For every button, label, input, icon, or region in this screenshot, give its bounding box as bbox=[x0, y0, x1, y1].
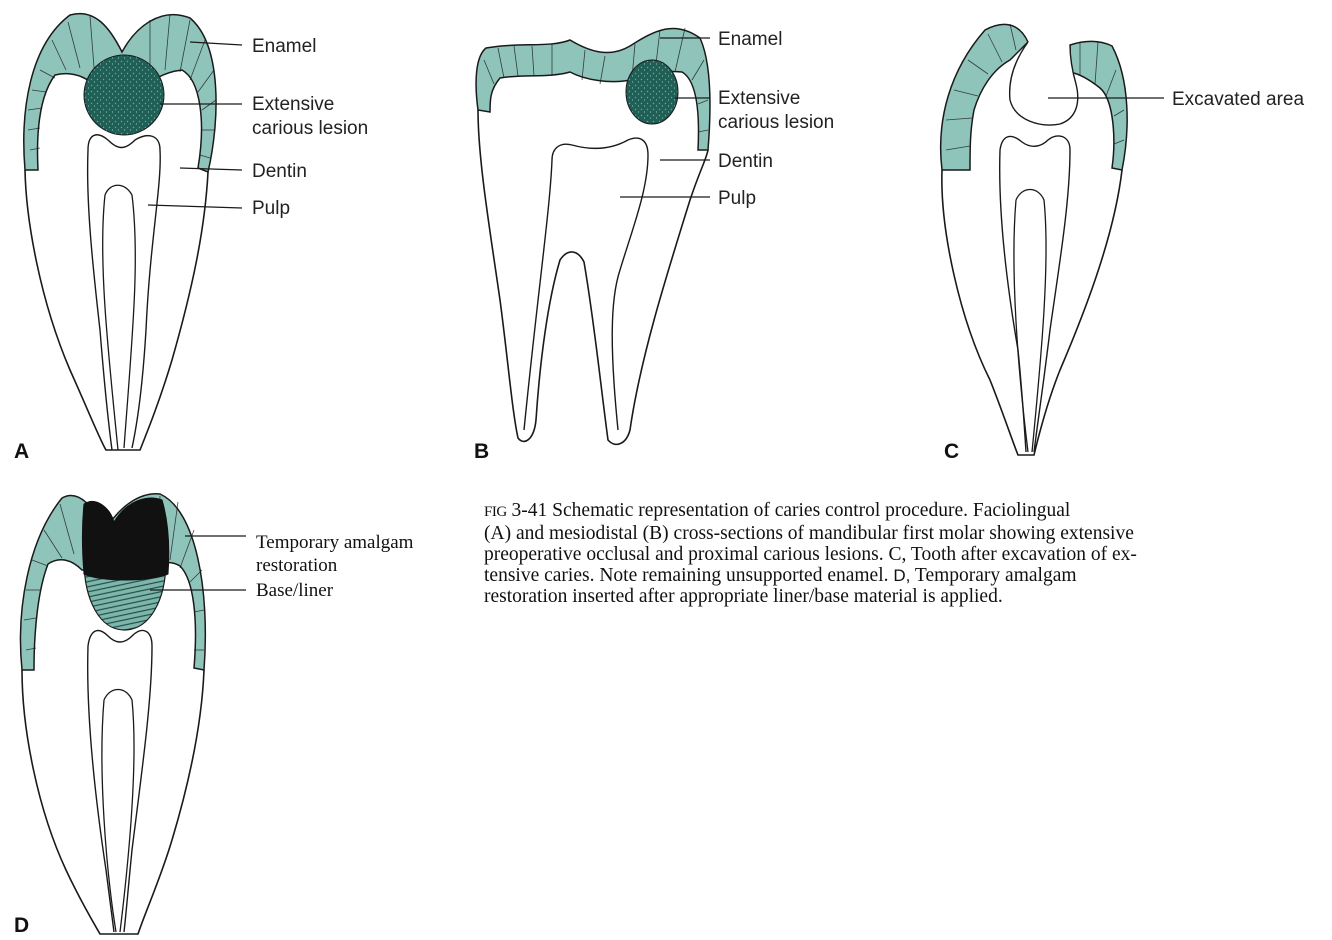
panel-b: Enamel Extensive carious lesion Dentin P… bbox=[460, 0, 880, 470]
label-restoration: restoration bbox=[256, 555, 338, 576]
label-extensive: Extensive bbox=[718, 88, 800, 109]
label-dentin: Dentin bbox=[718, 151, 773, 172]
caption-line-2: (A) and mesiodistal (B) cross-sections o… bbox=[484, 523, 1314, 544]
caption-line-3: preoperative occlusal and proximal cario… bbox=[484, 544, 1314, 565]
panel-a: Enamel Extensive carious lesion Dentin P… bbox=[0, 0, 420, 470]
caption-line-1: FIG 3-41 Schematic representation of car… bbox=[484, 500, 1314, 523]
tooth-b-diagram: Enamel Extensive carious lesion Dentin P… bbox=[460, 0, 880, 470]
pulp bbox=[1014, 190, 1046, 453]
tooth-outline bbox=[25, 170, 208, 450]
panel-letter-a: A bbox=[14, 440, 29, 463]
tooth-outline bbox=[942, 170, 1122, 455]
carious-lesion bbox=[84, 55, 164, 135]
panel-letter-c: C bbox=[944, 440, 959, 463]
pulp-chamber bbox=[88, 135, 161, 450]
tooth-c-diagram: Excavated area C bbox=[930, 0, 1332, 470]
excavated-cavity bbox=[1010, 42, 1078, 125]
panel-letter-d: D bbox=[14, 914, 29, 937]
carious-lesion bbox=[626, 60, 678, 124]
label-temporary-amalgam: Temporary amalgam bbox=[256, 532, 414, 553]
caption-fig-tag: FIG bbox=[484, 504, 507, 520]
label-enamel: Enamel bbox=[252, 36, 316, 57]
pulp bbox=[102, 690, 134, 933]
figure-caption: FIG 3-41 Schematic representation of car… bbox=[484, 500, 1314, 607]
panel-d: Temporary amalgam restoration Base/liner… bbox=[0, 470, 460, 940]
label-base-liner: Base/liner bbox=[256, 580, 334, 601]
label-carious-lesion: carious lesion bbox=[718, 112, 834, 133]
tooth-a-diagram: Enamel Extensive carious lesion Dentin P… bbox=[0, 0, 420, 470]
caption-line-5: restoration inserted after appropriate l… bbox=[484, 586, 1314, 607]
label-enamel: Enamel bbox=[718, 29, 782, 50]
label-carious-lesion: carious lesion bbox=[252, 118, 368, 139]
label-extensive: Extensive bbox=[252, 94, 334, 115]
label-dentin: Dentin bbox=[252, 161, 307, 182]
pulp-chamber bbox=[88, 631, 152, 932]
panel-c: Excavated area C bbox=[930, 0, 1332, 470]
pulp-chamber bbox=[1000, 136, 1070, 452]
temporary-amalgam-restoration bbox=[83, 498, 169, 580]
label-pulp: Pulp bbox=[718, 188, 756, 209]
label-excavated-area: Excavated area bbox=[1172, 89, 1304, 110]
pulp-chamber bbox=[524, 138, 648, 430]
caption-line-4: tensive caries. Note remaining unsupport… bbox=[484, 565, 1314, 586]
panel-letter-b: B bbox=[474, 440, 489, 463]
tooth-d-diagram: Temporary amalgam restoration Base/liner… bbox=[0, 470, 460, 940]
label-pulp: Pulp bbox=[252, 198, 290, 219]
enamel bbox=[1070, 41, 1127, 170]
tooth-outline bbox=[22, 670, 204, 934]
